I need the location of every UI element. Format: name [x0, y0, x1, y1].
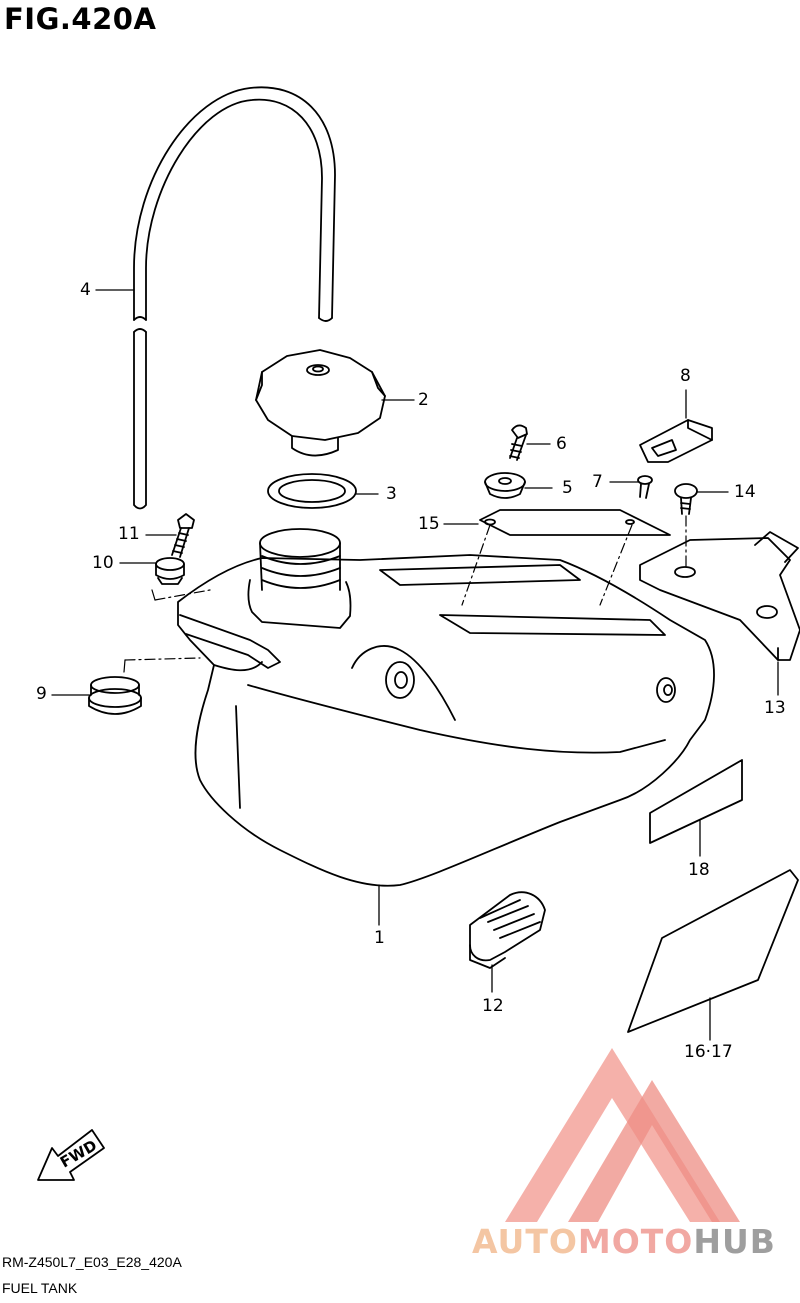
- mounting-cushion: [88, 676, 142, 715]
- screw-6: [509, 424, 528, 461]
- watermark-moto: MOTO: [577, 1222, 694, 1261]
- grommet-5: [484, 472, 526, 499]
- plate-15: [479, 509, 671, 536]
- fwd-arrow-icon: [37, 1129, 105, 1181]
- watermark-hub: HUB: [693, 1222, 776, 1261]
- alignment-lines: [124, 515, 687, 661]
- figure-title: FIG.420A: [4, 2, 157, 36]
- figure-caption: FUEL TANK: [2, 1280, 78, 1296]
- watermark-auto: AUTO: [472, 1222, 578, 1261]
- leader-lines: [51, 289, 779, 1041]
- callout-18: 18: [688, 860, 710, 880]
- callout-3: 3: [386, 484, 397, 504]
- callout-4: 4: [80, 280, 91, 300]
- callout-10: 10: [92, 553, 114, 573]
- collar: [155, 557, 185, 585]
- bracket-13: [639, 531, 800, 661]
- screw-7: [637, 475, 653, 499]
- callout-7: 7: [592, 472, 603, 492]
- callout-16-17: 16·17: [684, 1042, 733, 1062]
- callout-1: 1: [374, 928, 385, 948]
- callout-5: 5: [562, 478, 573, 498]
- callout-15: 15: [418, 514, 440, 534]
- breather-hose: [133, 86, 336, 510]
- fuel-cap: [255, 349, 386, 457]
- callout-9: 9: [36, 684, 47, 704]
- watermark-text: AUTOMOTOHUB: [472, 1222, 776, 1261]
- clip-8: [639, 419, 713, 463]
- bolt-11: [171, 513, 195, 558]
- fuel-tank: [177, 528, 715, 887]
- bolt-14: [674, 483, 698, 515]
- cap-gasket: [267, 473, 357, 509]
- tank-cushion: [469, 891, 546, 969]
- watermark-logo: [505, 1048, 740, 1222]
- callout-13: 13: [764, 698, 786, 718]
- callout-2: 2: [418, 390, 429, 410]
- model-code: RM-Z450L7_E03_E28_420A: [2, 1254, 182, 1270]
- callout-6: 6: [556, 434, 567, 454]
- decal-18: [649, 759, 743, 844]
- callout-8: 8: [680, 366, 691, 386]
- callout-12: 12: [482, 996, 504, 1016]
- callout-11: 11: [118, 524, 140, 544]
- panel-16-17: [627, 869, 799, 1033]
- callout-14: 14: [734, 482, 756, 502]
